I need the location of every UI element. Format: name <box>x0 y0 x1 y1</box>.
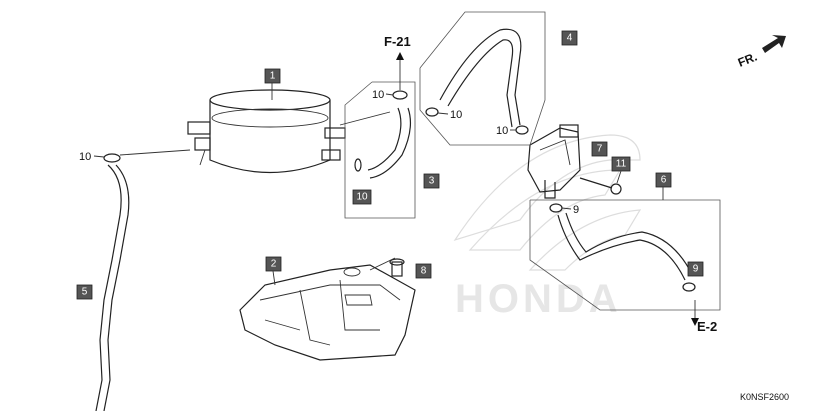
hose-4-part <box>439 28 522 128</box>
svg-text:5: 5 <box>82 287 88 298</box>
ref-f21: F-21 <box>384 34 411 49</box>
hose-5-part <box>95 164 130 411</box>
valve-part <box>527 124 581 199</box>
svg-text:6: 6 <box>661 175 667 186</box>
svg-text:4: 4 <box>567 33 573 44</box>
svg-text:10: 10 <box>356 192 368 203</box>
callout-3: 3 <box>423 173 440 189</box>
svg-text:3: 3 <box>429 176 435 187</box>
callout-6: 6 <box>655 172 672 200</box>
label-9: 9 <box>573 204 579 216</box>
callout-8: 8 <box>415 263 432 279</box>
group-boxes <box>119 11 721 320</box>
callout-2: 2 <box>265 256 282 286</box>
svg-text:7: 7 <box>597 144 603 155</box>
ref-e2: E-2 <box>697 319 717 334</box>
callout-4: 4 <box>561 30 578 46</box>
callout-10: 10 <box>352 189 372 205</box>
label-10-a: 10 <box>79 151 91 163</box>
hose-6-part <box>557 212 694 281</box>
label-10-c: 10 <box>450 109 462 121</box>
screw-part <box>579 177 622 195</box>
callout-9: 9 <box>687 261 704 277</box>
svg-text:9: 9 <box>693 264 699 275</box>
canister-part <box>187 89 346 174</box>
callout-1: 1 <box>264 68 281 100</box>
svg-text:11: 11 <box>616 159 627 170</box>
callout-7: 7 <box>591 141 608 157</box>
clamps <box>103 90 696 292</box>
tray-part <box>239 264 416 361</box>
label-10-d: 10 <box>496 125 508 137</box>
hose-3-part <box>367 107 412 179</box>
svg-text:8: 8 <box>421 266 427 277</box>
arrow-down-icon <box>691 318 699 326</box>
front-label: FR. <box>736 50 759 70</box>
front-arrow-icon <box>762 35 786 53</box>
arrows <box>396 35 786 326</box>
label-10-b: 10 <box>372 89 384 101</box>
arrow-up-icon <box>396 52 404 60</box>
catalog-code: K0NSF2600 <box>740 392 789 402</box>
callout-5: 5 <box>76 284 93 300</box>
honda-watermark: HONDA <box>453 134 642 321</box>
svg-text:2: 2 <box>271 259 277 270</box>
callout-11: 11 <box>611 156 631 184</box>
watermark-text: HONDA <box>455 277 622 321</box>
bolt-part <box>389 258 405 277</box>
svg-text:1: 1 <box>270 71 276 82</box>
